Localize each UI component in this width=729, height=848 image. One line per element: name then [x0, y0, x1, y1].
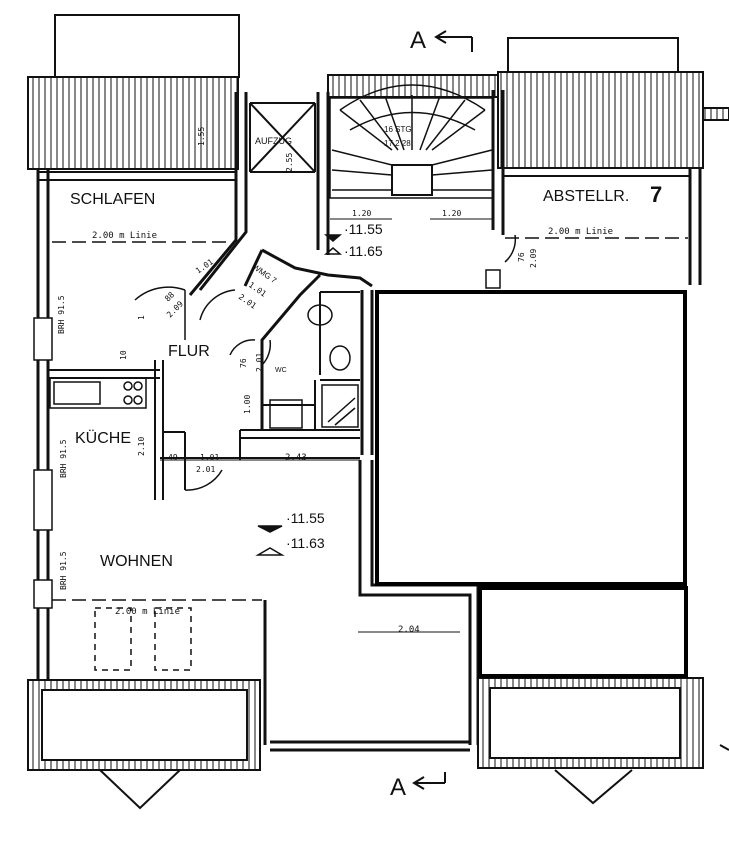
dim-brh2: BRH 91.5 [59, 439, 68, 478]
dim-brh1: BRH 91.5 [57, 295, 66, 334]
line-label-abstellr: 2.00 m Linie [548, 227, 613, 237]
top-left-balcony [54, 14, 240, 78]
dim-brh3: BRH 91.5 [59, 551, 68, 590]
dim-76b: 76 [239, 358, 248, 368]
roof-slope-top [27, 71, 729, 170]
blocked-area [375, 290, 688, 678]
dim-201: 2.01 [237, 292, 258, 311]
section-marker-bottom: A [390, 774, 406, 801]
roof-slope-bottom [27, 677, 704, 771]
level-lower-b: ·11.63 [286, 535, 325, 551]
section-marker-top: A [410, 27, 426, 54]
wc-fixtures [269, 304, 359, 429]
dim-120b: 1.20 [442, 209, 461, 218]
door-swings [134, 234, 517, 491]
level-markers [255, 234, 343, 556]
room-label-wc: WC [275, 367, 287, 374]
dimension-lines [160, 218, 492, 633]
dim-101b: 1.01 [247, 280, 268, 299]
line-label-schlafen: 2.00 m Linie [92, 231, 157, 241]
room-label-wohnen: WOHNEN [100, 553, 173, 570]
dim-201c: 2.01 [196, 465, 215, 474]
room-label-abstellr: ABSTELLR. [543, 188, 629, 205]
dim-255: 2.55 [285, 153, 294, 172]
staircase [329, 84, 494, 199]
dim-49: 49 [168, 453, 178, 462]
dim-1: 1 [137, 315, 146, 320]
dim-100: 1.00 [243, 395, 252, 414]
dim-76: 76 [517, 252, 526, 262]
dim-120a: 1.20 [352, 209, 371, 218]
level-lower-a: ·11.55 [286, 510, 325, 526]
room-label-kueche: KÜCHE [75, 429, 131, 447]
room-number-abstellr: 7 [650, 182, 662, 207]
left-windows [33, 269, 501, 609]
room-label-schlafen: SCHLAFEN [70, 191, 155, 208]
line-label-wohnen: 2.00 m Linie [115, 607, 180, 617]
dim-88: 88 [163, 290, 176, 303]
level-upper-b: ·11.65 [344, 243, 383, 259]
inner-walls [38, 102, 690, 500]
kitchen-counter [49, 377, 147, 409]
level-upper-a: ·11.55 [344, 221, 383, 237]
stairs-label: 16 STG [384, 125, 412, 134]
dim-204: 2.04 [398, 625, 420, 635]
bottom-bays [99, 744, 729, 810]
dim-243: 2.43 [285, 453, 307, 463]
dim-201b: 2.01 [255, 353, 264, 372]
wohnen-dashed-boxes [94, 607, 192, 671]
dim-10: 10 [119, 350, 128, 360]
two-meter-lines [52, 237, 688, 601]
room-label-aufzug: AUFZUG [255, 136, 292, 146]
dim-209a: 2.09 [529, 249, 538, 268]
room-label-flur: FLUR [168, 343, 210, 360]
dim-210: 2.10 [137, 437, 146, 456]
stairs-steps: 17 2 28 [384, 139, 411, 148]
section-arrows [412, 30, 473, 790]
dim-155: 1.55 [197, 127, 206, 146]
dim-101c: 1.01 [200, 453, 219, 462]
